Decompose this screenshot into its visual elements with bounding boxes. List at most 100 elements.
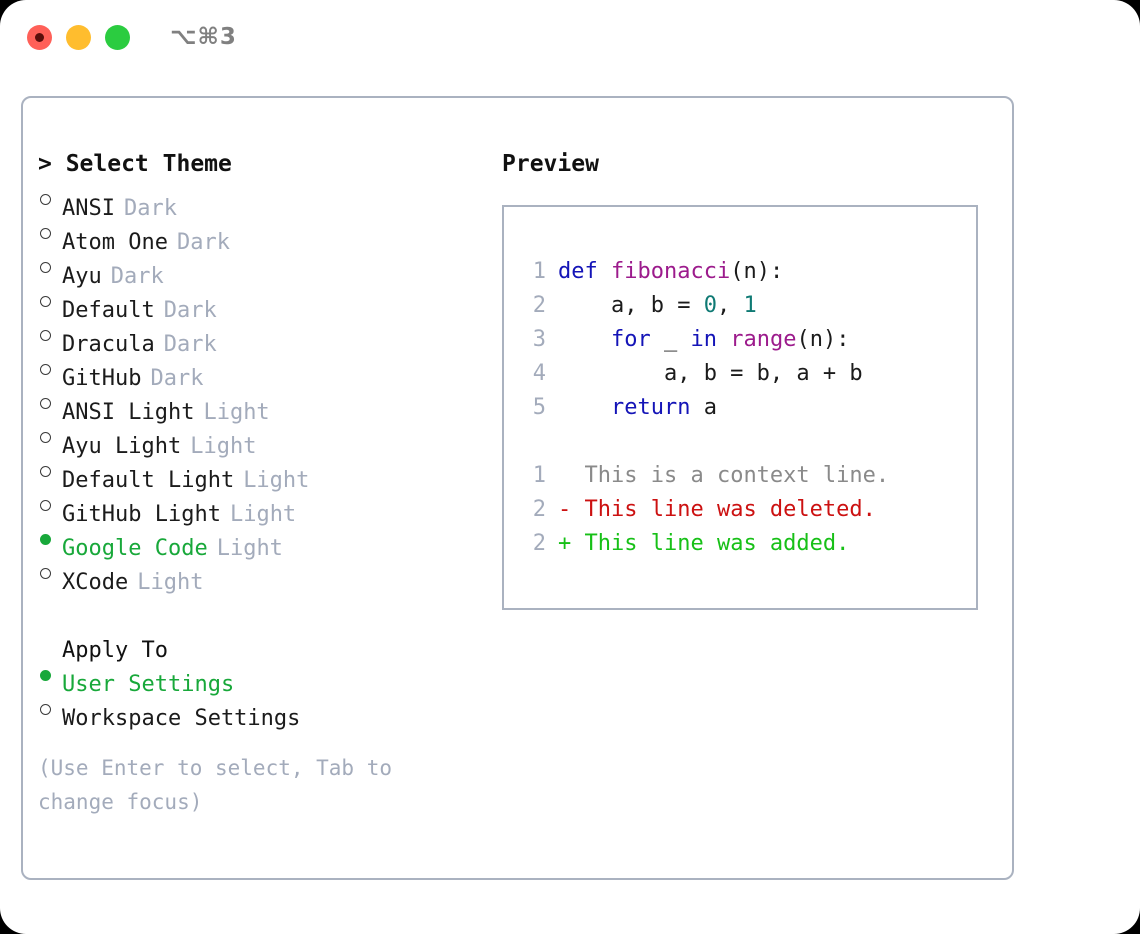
diff-marker: +	[558, 531, 585, 556]
theme-option-default-light[interactable]: Default Light Light	[38, 453, 488, 493]
diff-marker	[558, 459, 585, 493]
theme-variant-tag: Dark	[150, 366, 204, 391]
code-diff-gap	[520, 425, 976, 459]
code-line: 3 for _ in range(n):	[520, 323, 976, 357]
theme-option-google-code[interactable]: Google Code Light	[38, 521, 488, 561]
code-token-kw: return	[610, 395, 691, 420]
line-number: 1	[532, 259, 546, 284]
theme-option-ansi[interactable]: ANSI Dark	[38, 181, 488, 221]
code-token-fn: range	[730, 327, 797, 352]
theme-variant-tag: Light	[190, 434, 257, 459]
radio-unselected-icon[interactable]	[38, 249, 62, 283]
radio-unselected-icon[interactable]	[38, 691, 62, 725]
radio-unselected-icon[interactable]	[38, 555, 62, 589]
radio-unselected-icon[interactable]	[38, 385, 62, 419]
code-token-txt: a, b = b, a + b	[558, 361, 863, 386]
theme-variant-tag: Light	[243, 468, 310, 493]
apply-to-header: Apply To	[62, 638, 168, 663]
apply-to-option-label: User Settings	[62, 672, 235, 697]
code-token-txt: (n):	[796, 327, 850, 352]
diff-sample: 1 This is a context line.2- This line wa…	[520, 459, 976, 561]
code-token-txt	[558, 327, 611, 352]
code-token-kw: def	[558, 259, 611, 284]
title-bar: ⌥⌘3	[0, 0, 1140, 78]
preview-header: Preview	[502, 151, 599, 177]
maximize-button[interactable]	[105, 25, 130, 50]
radio-unselected-icon[interactable]	[38, 419, 62, 453]
theme-option-label: Ayu	[62, 264, 102, 289]
theme-option-default[interactable]: Default Dark	[38, 283, 488, 323]
line-number: 1	[532, 463, 546, 488]
theme-option-label: Ayu Light	[62, 434, 182, 459]
radio-unselected-icon[interactable]	[38, 215, 62, 249]
diff-line-ctx: 1 This is a context line.	[520, 459, 976, 493]
minimize-button[interactable]	[66, 25, 91, 50]
code-token-num: 0	[703, 293, 717, 318]
code-line: 2 a, b = 0, 1	[520, 289, 976, 323]
radio-unselected-icon[interactable]	[38, 453, 62, 487]
radio-unselected-icon[interactable]	[38, 181, 62, 215]
code-line: 5 return a	[520, 391, 976, 425]
theme-variant-tag: Light	[216, 536, 283, 561]
theme-variant-tag: Dark	[123, 196, 177, 221]
theme-option-label: XCode	[62, 570, 129, 595]
theme-option-github[interactable]: GitHub Dark	[38, 351, 488, 391]
theme-variant-tag: Dark	[163, 298, 217, 323]
theme-option-ansi-light[interactable]: ANSI Light Light	[38, 385, 488, 425]
apply-to-header-bullet-placeholder	[38, 623, 62, 657]
theme-option-label: Default	[62, 298, 155, 323]
theme-option-label: Default Light	[62, 468, 235, 493]
theme-option-label: Google Code	[62, 536, 208, 561]
keyboard-hint: (Use Enter to select, Tab to change focu…	[38, 756, 405, 814]
code-text: return a	[558, 391, 717, 425]
theme-option-ayu[interactable]: Ayu Dark	[38, 249, 488, 289]
apply-to-option-workspace-settings[interactable]: Workspace Settings	[38, 691, 488, 731]
diff-line-del: 2- This line was deleted.	[520, 493, 976, 527]
code-token-txt: (n):	[730, 259, 784, 284]
theme-option-label: ANSI	[62, 196, 115, 221]
code-token-kw: in	[690, 327, 717, 352]
theme-option-label: ANSI Light	[62, 400, 195, 425]
apply-to-option-label: Workspace Settings	[62, 706, 301, 731]
radio-unselected-icon[interactable]	[38, 487, 62, 521]
theme-option-ayu-light[interactable]: Ayu Light Light	[38, 419, 488, 459]
theme-variant-tag: Dark	[176, 230, 230, 255]
code-line: 1 def fibonacci(n):	[520, 255, 976, 289]
radio-unselected-icon[interactable]	[38, 283, 62, 317]
radio-unselected-icon[interactable]	[38, 351, 62, 385]
apply-to-option-user-settings[interactable]: User Settings	[38, 657, 488, 697]
theme-option-label: GitHub	[62, 366, 142, 391]
theme-option-xcode[interactable]: XCode Light	[38, 555, 488, 595]
theme-variant-tag: Dark	[110, 264, 164, 289]
code-token-txt: a, b =	[558, 293, 704, 318]
theme-option-label: GitHub Light	[62, 502, 221, 527]
radio-unselected-icon[interactable]	[38, 317, 62, 351]
line-number: 3	[532, 327, 546, 352]
code-token-txt: _	[650, 327, 691, 352]
apply-to-header-row: Apply To	[38, 623, 488, 663]
line-number: 4	[532, 361, 546, 386]
diff-line-add: 2+ This line was added.	[520, 527, 976, 561]
code-text: a, b = b, a + b	[558, 357, 863, 391]
line-number: 5	[532, 395, 546, 420]
theme-option-label: Atom One	[62, 230, 168, 255]
radio-selected-icon[interactable]	[38, 657, 62, 691]
traffic-lights	[27, 25, 130, 50]
theme-variant-tag: Light	[203, 400, 270, 425]
close-button[interactable]	[27, 25, 52, 50]
radio-selected-icon[interactable]	[38, 521, 62, 555]
diff-text: This line was added.	[584, 531, 850, 556]
code-token-txt: a	[690, 395, 717, 420]
theme-option-atom-one[interactable]: Atom One Dark	[38, 215, 488, 255]
select-theme-header: > Select Theme	[38, 151, 232, 177]
theme-variant-tag: Light	[137, 570, 204, 595]
code-text: def fibonacci(n):	[558, 255, 783, 289]
